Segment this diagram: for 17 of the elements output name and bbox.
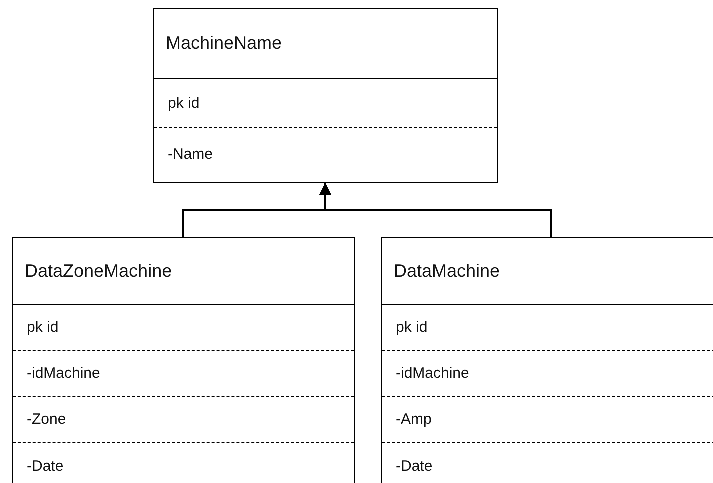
attribute-text: -Date bbox=[396, 458, 433, 474]
attribute-text: -idMachine bbox=[396, 365, 470, 382]
attribute-text: -Date bbox=[27, 458, 64, 474]
class-name: DataZoneMachine bbox=[25, 260, 172, 282]
attribute-text: pk id bbox=[168, 94, 200, 112]
inheritance-arrow bbox=[320, 183, 552, 237]
class-name: MachineName bbox=[166, 33, 282, 54]
class-box bbox=[381, 237, 713, 483]
class-name: DataMachine bbox=[394, 260, 500, 282]
attribute-text: pk id bbox=[396, 319, 428, 336]
attribute-text: -Amp bbox=[396, 411, 432, 428]
attribute-text: pk id bbox=[27, 319, 59, 336]
attribute-text: -Zone bbox=[27, 411, 66, 428]
attribute-text: -Name bbox=[168, 146, 214, 163]
attribute-text: -idMachine bbox=[27, 365, 100, 382]
class-box bbox=[12, 237, 355, 483]
class-box bbox=[153, 8, 498, 183]
